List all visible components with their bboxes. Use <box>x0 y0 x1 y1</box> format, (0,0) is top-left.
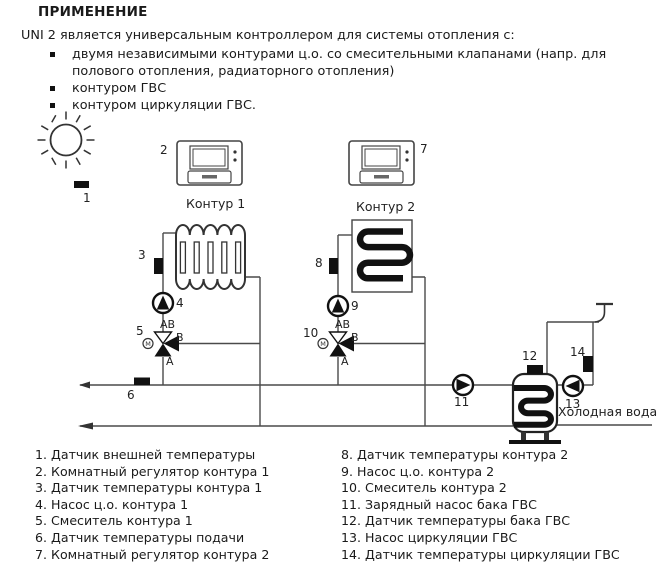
item-number-13: 13 <box>565 397 581 411</box>
pump-icon <box>326 294 350 318</box>
bullet-text: контуром ГВС <box>72 81 167 96</box>
legend-item: 5. Смеситель контура 1 <box>35 513 193 529</box>
legend-item: 4. Насос ц.о. контура 1 <box>35 496 189 512</box>
item-number-7: 7 <box>420 142 428 156</box>
legend-item: 11. Зарядный насос бака ГВС <box>341 496 537 512</box>
valve-port-ab: AB <box>335 318 351 331</box>
item-number-2: 2 <box>160 143 168 157</box>
temperature-sensor-icon <box>134 377 150 385</box>
valve-port-b: B <box>176 331 184 344</box>
brand-mark <box>202 175 217 179</box>
faucet-icon <box>594 302 613 323</box>
temperature-sensor-icon <box>527 365 543 374</box>
valve-port-b: B <box>351 331 359 344</box>
item-number-8: 8 <box>315 256 323 270</box>
valve-port-a: A <box>166 355 174 368</box>
mixing-valve-icon: M <box>317 331 354 357</box>
legend-item: 9. Насос ц.о. контура 2 <box>341 463 495 479</box>
bullet-item: контуром циркуляции ГВС. <box>22 97 622 114</box>
item-number-11: 11 <box>454 395 470 409</box>
dhw-tank-icon <box>509 365 561 444</box>
item-number-9: 9 <box>351 299 359 313</box>
valve-motor-icon <box>142 337 154 350</box>
bullet-text: двумя независимыми контурами ц.о. со сме… <box>72 47 607 79</box>
room-controller-icon <box>348 140 415 186</box>
legend-right-column: 8. Датчик температуры контура 2 9. Насос… <box>341 447 620 563</box>
outdoor-sensor-icon <box>74 181 89 188</box>
item-number-1: 1 <box>83 191 91 205</box>
item-number-4: 4 <box>176 296 184 310</box>
bullet-item: двумя независимыми контурами ц.о. со сме… <box>22 46 622 80</box>
legend-item: 13. Насос циркуляции ГВС <box>341 529 518 545</box>
circuit2-label: Контур 2 <box>356 199 416 214</box>
valve-motor-label: M <box>145 340 151 348</box>
bullet-square-icon <box>50 103 55 108</box>
radiator-icon <box>175 224 246 290</box>
pump-icon <box>561 374 585 398</box>
legend-item: 12. Датчик температуры бака ГВС <box>341 513 571 529</box>
cold-water-label: Холодная вода <box>558 404 658 419</box>
bullet-text: контуром циркуляции ГВС. <box>72 98 256 113</box>
pipes <box>80 232 652 427</box>
bullet-square-icon <box>50 86 55 91</box>
legend-item: 3. Датчик температуры контура 1 <box>35 480 263 496</box>
floor-coil-icon <box>351 219 414 293</box>
mixing-valve-icon: M <box>142 331 179 357</box>
item-number-14: 14 <box>570 345 586 359</box>
temperature-sensor-icon <box>329 258 338 274</box>
legend-item: 7. Комнатный регулятор контура 2 <box>35 546 270 562</box>
flow-arrow-icon <box>78 422 93 430</box>
pump-icon <box>451 373 475 397</box>
page-title: ПРИМЕНЕНИЕ <box>38 4 148 20</box>
legend-item: 10. Смеситель контура 2 <box>341 480 507 496</box>
valve-port-ab: AB <box>160 318 176 331</box>
sun-icon <box>37 111 95 169</box>
temperature-sensor-icon <box>154 258 163 274</box>
legend-item: 14. Датчик температуры циркуляции ГВС <box>341 546 620 562</box>
intro-lead: UNI 2 является универсальным контроллеро… <box>21 28 515 43</box>
circuit1-return-pipe <box>245 276 261 426</box>
room-controller-icon <box>176 140 243 186</box>
bullet-square-icon <box>50 52 55 57</box>
pump-icon <box>151 291 175 315</box>
brand-mark <box>374 175 389 179</box>
flow-arrow-icon <box>79 381 90 389</box>
valve-motor-icon <box>317 337 329 350</box>
valve-port-a: A <box>341 355 349 368</box>
intro-bullet-list: двумя независимыми контурами ц.о. со сме… <box>22 46 622 114</box>
item-number-3: 3 <box>138 248 146 262</box>
temperature-sensor-icon <box>583 356 593 372</box>
legend-item: 1. Датчик внешней температуры <box>35 447 256 462</box>
legend-item: 6. Датчик температуры подачи <box>35 529 245 545</box>
legend-item: 2. Комнатный регулятор контура 1 <box>35 463 270 479</box>
circuit2-return-pipe <box>412 276 426 426</box>
item-number-12: 12 <box>522 349 538 363</box>
legend-item: 8. Датчик температуры контура 2 <box>341 447 569 462</box>
item-number-6: 6 <box>127 388 135 402</box>
circuit1-label: Контур 1 <box>186 196 246 211</box>
bullet-item: контуром ГВС <box>22 80 622 97</box>
legend-left-column: 1. Датчик внешней температуры 2. Комнатн… <box>35 447 269 563</box>
item-number-10: 10 <box>303 326 319 340</box>
item-number-5: 5 <box>136 324 144 338</box>
valve-motor-label: M <box>320 340 326 348</box>
